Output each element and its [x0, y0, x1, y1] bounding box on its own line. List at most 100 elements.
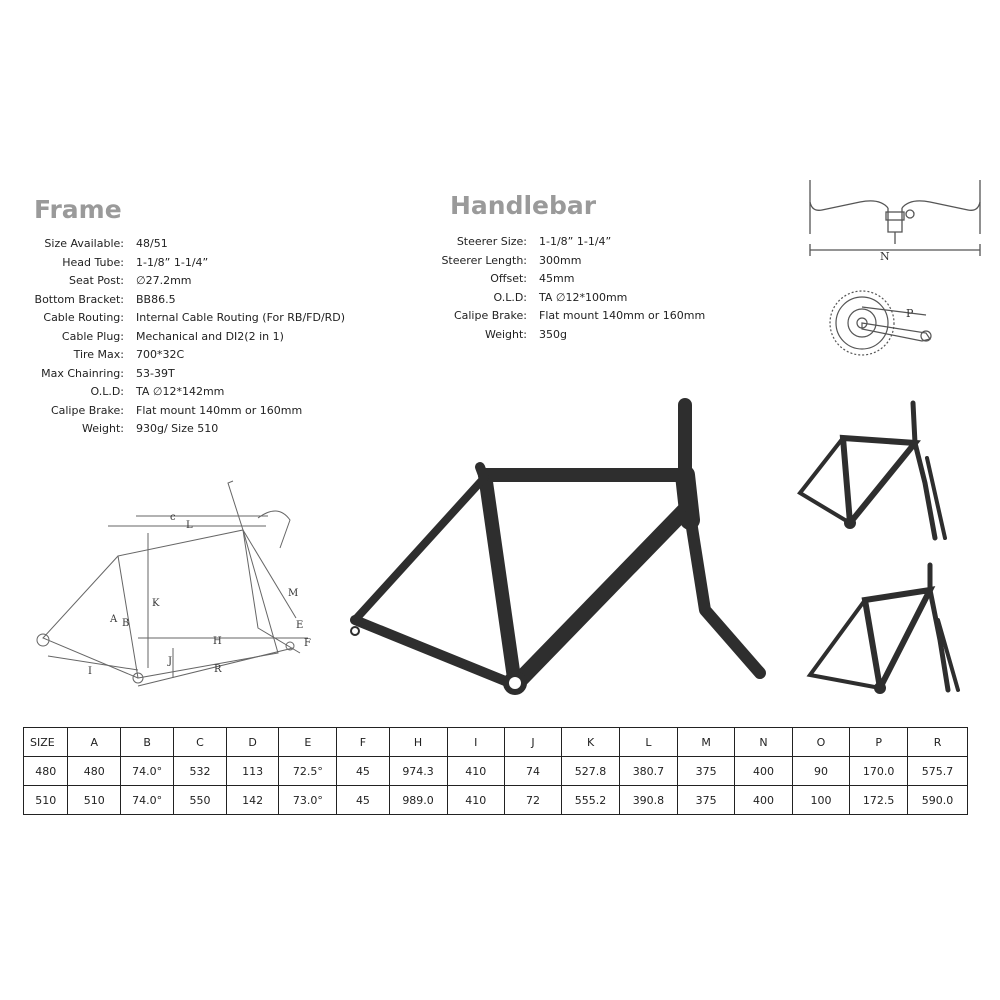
- table-header-cell: H: [388, 727, 448, 757]
- spec-row: Steerer Length:300mm: [0, 252, 705, 271]
- spec-label: O.L.D:: [90, 385, 124, 398]
- spec-row: Offset: 45mm: [0, 270, 705, 289]
- spec-value: 48/51: [136, 237, 168, 250]
- table-cell: 72.5°: [278, 756, 338, 786]
- handlebar-spec-list: Steerer Size:1-1/8” 1-1/4”Steerer Length…: [0, 233, 705, 344]
- table-cell: 72: [503, 785, 563, 815]
- spec-row: O.L.D: TA ∅12*100mm: [0, 289, 705, 308]
- table-cell: 555.2: [561, 785, 620, 815]
- diagram-label-k: K: [152, 598, 160, 609]
- diagram-label-n: N: [880, 250, 890, 262]
- spec-label: Head Tube:: [62, 255, 124, 269]
- spec-label: Weight:: [81, 422, 124, 435]
- spec-label: Weight:: [484, 327, 527, 341]
- diagram-label-e: E: [296, 620, 303, 631]
- spec-label: O.L.D:: [493, 290, 527, 304]
- table-header-cell: C: [173, 727, 227, 757]
- spec-value: 350g: [539, 327, 567, 341]
- spec-row: Steerer Size:1-1/8” 1-1/4”: [0, 233, 705, 252]
- diagram-label-f: F: [304, 638, 311, 649]
- spec-row: Calipe Brake:Flat mount 140mm or 160mm: [0, 307, 705, 326]
- table-cell: 480: [67, 756, 122, 786]
- spec-value: Flat mount 140mm or 160mm: [539, 309, 706, 322]
- table-header-cell: I: [446, 727, 505, 757]
- table-cell: 74.0°: [120, 756, 175, 786]
- handlebar-title: Handlebar: [450, 191, 597, 220]
- spec-value: 930g/ Size 510: [136, 422, 219, 435]
- spec-value: 1-1/8” 1-1/4”: [539, 235, 612, 248]
- spec-label: Tire Max:: [73, 348, 124, 361]
- spec-label: Bottom Bracket:: [34, 292, 124, 306]
- table-cell: 532: [173, 756, 227, 786]
- table-cell: 510: [22, 785, 69, 815]
- table-cell: 410: [446, 756, 505, 786]
- spec-value: 53-39T: [136, 366, 175, 380]
- diagram-label-i: I: [88, 666, 92, 677]
- table-header-cell: F: [336, 727, 390, 757]
- table-header-cell: O: [791, 727, 851, 757]
- spec-row: Calipe Brake:Flat mount 140mm or 160mm: [0, 402, 345, 421]
- spec-row: Cable Routing:Internal Cable Routing (Fo…: [0, 309, 345, 328]
- table-header-cell: P: [849, 727, 909, 757]
- geometry-diagram: c L K B A H J I R M E F: [36, 480, 311, 687]
- table-cell: 480: [22, 756, 69, 786]
- spec-row: Bottom Bracket:BB86.5: [0, 291, 345, 310]
- table-header-cell: R: [907, 727, 968, 757]
- diagram-label-j: J: [167, 656, 172, 667]
- table-header-cell: M: [676, 727, 736, 757]
- table-header-cell: K: [561, 727, 620, 757]
- table-cell: 74.0°: [120, 785, 175, 815]
- spec-value: 45mm: [539, 272, 575, 285]
- spec-value: TA ∅12*100mm: [539, 290, 628, 304]
- diagram-label-l: L: [186, 520, 193, 531]
- table-cell: 390.8: [619, 785, 678, 815]
- table-cell: 74: [503, 756, 563, 786]
- spec-row: Cable Plug: Mechanical and DI2(2 in 1): [0, 328, 345, 347]
- table-cell: 510: [67, 785, 122, 815]
- spec-label: Cable Plug:: [61, 329, 124, 343]
- table-cell: 375: [676, 785, 736, 815]
- spec-value: 700*32C: [136, 348, 185, 361]
- table-header-cell: D: [225, 727, 280, 757]
- spec-row: Weight: 930g/ Size 510: [0, 420, 345, 439]
- table-header-cell: B: [120, 727, 175, 757]
- diagram-label-m: M: [288, 588, 298, 599]
- table-cell: 590.0: [907, 785, 968, 815]
- spec-row: Max Chainring: 53-39T: [0, 365, 345, 384]
- spec-row: Tire Max: 700*32C: [0, 346, 345, 365]
- frame-title: Frame: [34, 195, 122, 224]
- spec-row: Seat Post:∅27.2mm: [0, 272, 345, 291]
- spec-label: Steerer Length:: [441, 253, 527, 267]
- spec-label: Size Available:: [44, 237, 124, 250]
- handlebar-diagram: N: [809, 180, 981, 262]
- table-cell: 113: [225, 756, 280, 786]
- table-cell: 170.0: [849, 756, 909, 786]
- frame-photo: [350, 398, 766, 695]
- spec-label: Offset:: [490, 272, 527, 285]
- table-cell: 172.5: [849, 785, 909, 815]
- table-cell: 375: [676, 756, 736, 786]
- diagram-label-r: R: [214, 664, 222, 675]
- table-cell: 380.7: [619, 756, 678, 786]
- spec-label: Max Chainring:: [41, 366, 124, 380]
- table-cell: 90: [791, 756, 851, 786]
- table-cell: 989.0: [388, 785, 448, 815]
- table-cell: 100: [791, 785, 851, 815]
- table-cell: 142: [225, 785, 280, 815]
- table-cell: 73.0°: [278, 785, 338, 815]
- diagram-label-a: A: [109, 614, 118, 625]
- spec-value: Mechanical and DI2(2 in 1): [136, 329, 284, 343]
- frame-angle-view: [806, 562, 960, 694]
- spec-label: Seat Post:: [68, 274, 124, 287]
- spec-row: Size Available: 48/51: [0, 235, 345, 254]
- table-header-cell: A: [67, 727, 122, 757]
- table-header-cell: J: [503, 727, 563, 757]
- table-cell: 575.7: [907, 756, 968, 786]
- table-cell: 410: [446, 785, 505, 815]
- spec-value: TA ∅12*142mm: [136, 385, 225, 398]
- spec-row: Head Tube:1-1/8” 1-1/4”: [0, 254, 345, 273]
